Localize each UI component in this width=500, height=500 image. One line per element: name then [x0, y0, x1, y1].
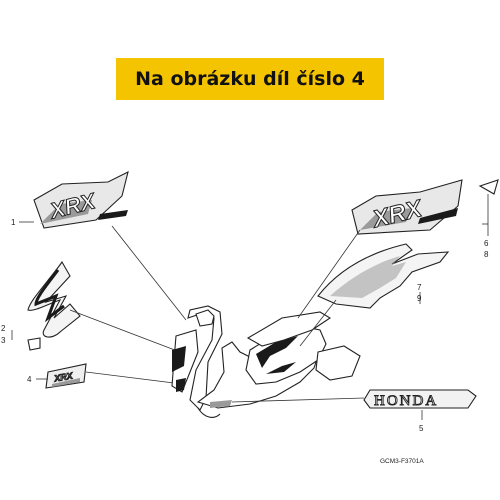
callout-7: 7 [417, 283, 422, 292]
decal-small-emblem-part-4[interactable]: XRX [45, 363, 87, 389]
callout-1: 1 [11, 218, 16, 227]
callout-2: 2 [1, 324, 6, 333]
small-tab-decal [478, 179, 499, 195]
scooter-outline [171, 305, 361, 418]
honda-text: HONDA [374, 393, 438, 409]
banner-title: Na obrázku díl číslo 4 [135, 68, 365, 90]
logo-left-text: XRX [46, 188, 99, 224]
decal-side-panel-right[interactable] [317, 243, 450, 309]
leader-1-to-scooter [111, 225, 187, 321]
decal-stripe-left[interactable] [27, 260, 81, 351]
decal-logo-right[interactable]: XRX [351, 179, 463, 235]
callout-8: 8 [484, 250, 489, 259]
decal-logo-left[interactable]: XRX [33, 170, 129, 229]
callout-6: 6 [484, 239, 489, 248]
callout-5: 5 [419, 424, 424, 433]
leader-5-to-scooter [231, 397, 365, 403]
callout-9: 9 [417, 294, 422, 303]
callout-4: 4 [27, 375, 32, 384]
small-emblem-text: XRX [52, 370, 74, 383]
leader-2-to-scooter [69, 309, 181, 353]
diagram-code: GCM3-F3701A [380, 458, 424, 465]
leader-7-to-scooter [299, 299, 337, 347]
title-banner: Na obrázku díl číslo 4 [116, 58, 384, 100]
leader-4-to-scooter [85, 371, 183, 385]
callout-3: 3 [1, 336, 6, 345]
decal-honda-emblem[interactable]: HONDA [363, 389, 477, 409]
leader-6-to-scooter [297, 229, 361, 319]
